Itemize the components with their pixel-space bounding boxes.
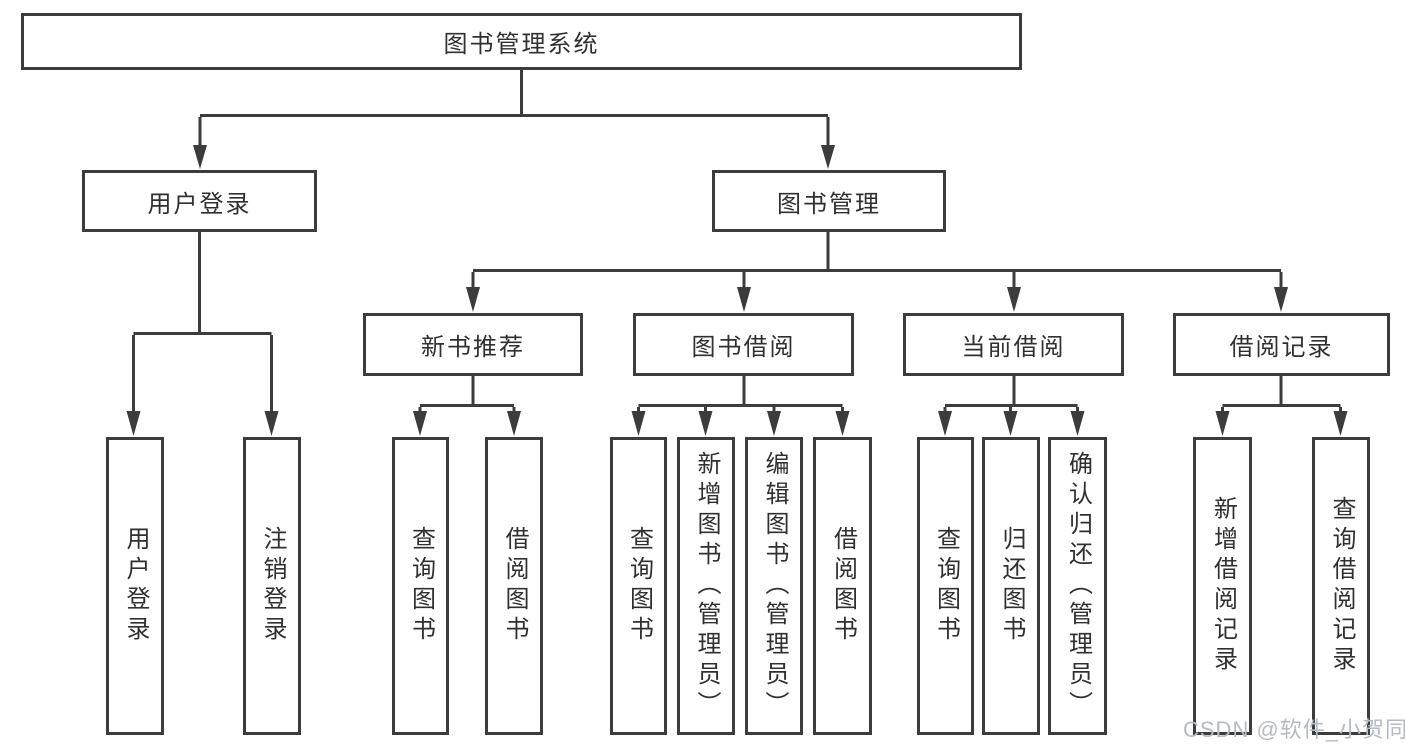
leaf-borrow-books-newbook: 借阅图书 <box>485 437 543 735</box>
leaf-return-books: 归还图书 <box>982 437 1040 735</box>
node-root: 图书管理系统 <box>21 13 1022 70</box>
arrowheads <box>126 145 1348 436</box>
node-user-login: 用户登录 <box>82 170 317 232</box>
leaf-logout: 注销登录 <box>243 437 301 735</box>
leaf-borrow-books-borrow: 借阅图书 <box>813 437 872 735</box>
leaf-query-books-borrow: 查询图书 <box>610 437 667 735</box>
node-borrow-records: 借阅记录 <box>1173 313 1390 376</box>
leaf-query-books-current: 查询图书 <box>917 437 974 735</box>
leaf-add-books-admin: 新增图书（管理员） <box>677 437 735 735</box>
node-current-borrow: 当前借阅 <box>903 313 1124 376</box>
leaf-user-login: 用户登录 <box>106 437 164 735</box>
connector-paths <box>132 69 1342 414</box>
leaf-query-books-newbook: 查询图书 <box>392 437 449 735</box>
leaf-query-borrow-record: 查询借阅记录 <box>1312 437 1370 735</box>
node-book-borrow: 图书借阅 <box>633 313 854 376</box>
leaf-edit-books-admin: 编辑图书（管理员） <box>745 437 803 735</box>
leaf-add-borrow-record: 新增借阅记录 <box>1193 437 1252 735</box>
node-book-management: 图书管理 <box>712 170 946 232</box>
leaf-confirm-return-admin: 确认归还（管理员） <box>1048 437 1107 735</box>
csdn-watermark: CSDN @软件_小贺同学 <box>1183 717 1405 742</box>
node-new-book-recommend: 新书推荐 <box>363 313 583 376</box>
